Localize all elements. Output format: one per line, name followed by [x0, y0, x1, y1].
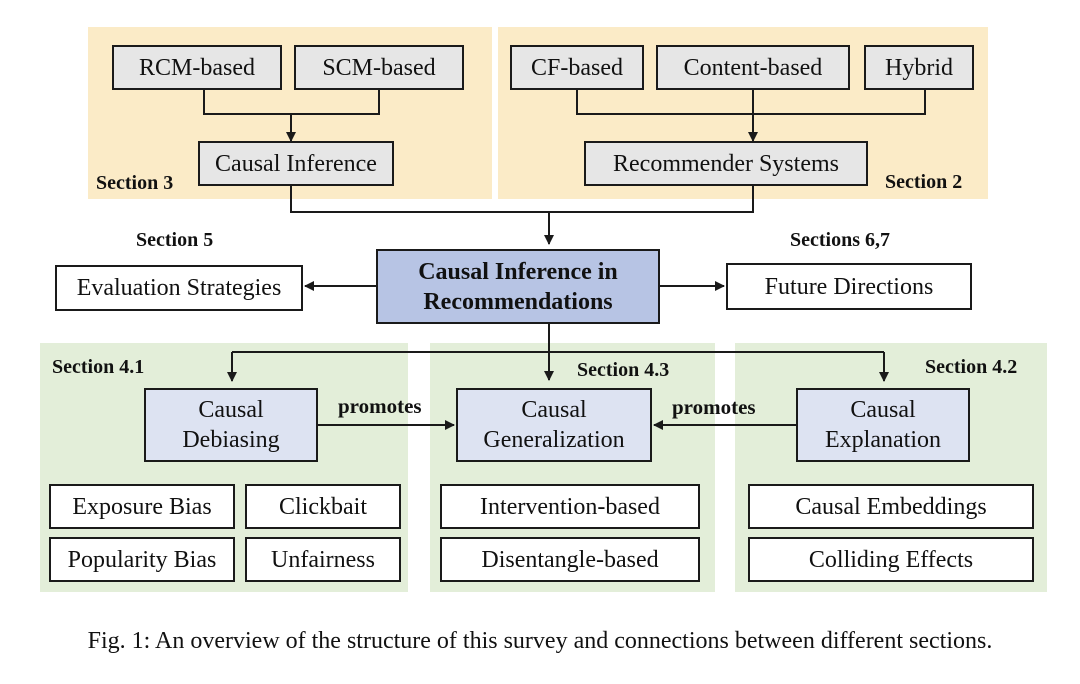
colliding-effects-box: Colliding Effects: [748, 537, 1034, 582]
causal-inference-recommendations-box: Causal Inference in Recommendations: [376, 249, 660, 324]
scm-based-box: SCM-based: [294, 45, 464, 90]
causal-debiasing-box: Causal Debiasing: [144, 388, 318, 462]
section42-label: Section 4.2: [925, 356, 1018, 378]
debiasing-line2: Debiasing: [182, 427, 280, 453]
center-title-line2: Recommendations: [423, 288, 613, 315]
hybrid-box: Hybrid: [864, 45, 974, 90]
sections67-label: Sections 6,7: [790, 229, 890, 251]
explanation-line1: Causal: [850, 397, 916, 423]
generalization-line1: Causal: [521, 397, 587, 423]
explanation-line2: Explanation: [825, 427, 941, 453]
debiasing-line1: Causal: [198, 397, 264, 423]
content-based-box: Content-based: [656, 45, 850, 90]
intervention-based-box: Intervention-based: [440, 484, 700, 529]
causal-inference-box: Causal Inference: [198, 141, 394, 186]
section3-label: Section 3: [96, 172, 174, 194]
section43-label: Section 4.3: [577, 359, 670, 381]
section2-label: Section 2: [885, 171, 963, 193]
figure-caption: Fig. 1: An overview of the structure of …: [87, 628, 993, 654]
section5-label: Section 5: [136, 229, 214, 251]
evaluation-strategies-box: Evaluation Strategies: [55, 265, 303, 311]
promotes-label-right: promotes: [672, 395, 756, 419]
section41-label: Section 4.1: [52, 356, 145, 378]
causal-generalization-box: Causal Generalization: [456, 388, 652, 462]
exposure-bias-box: Exposure Bias: [49, 484, 235, 529]
center-title-line1: Causal Inference in: [418, 258, 618, 285]
clickbait-box: Clickbait: [245, 484, 401, 529]
popularity-bias-box: Popularity Bias: [49, 537, 235, 582]
rcm-based-box: RCM-based: [112, 45, 282, 90]
future-directions-box: Future Directions: [726, 263, 972, 310]
cf-based-box: CF-based: [510, 45, 644, 90]
promotes-label-left: promotes: [338, 394, 422, 418]
generalization-line2: Generalization: [483, 427, 625, 453]
causal-embeddings-box: Causal Embeddings: [748, 484, 1034, 529]
unfairness-box: Unfairness: [245, 537, 401, 582]
disentangle-based-box: Disentangle-based: [440, 537, 700, 582]
recommender-systems-box: Recommender Systems: [584, 141, 868, 186]
causal-explanation-box: Causal Explanation: [796, 388, 970, 462]
